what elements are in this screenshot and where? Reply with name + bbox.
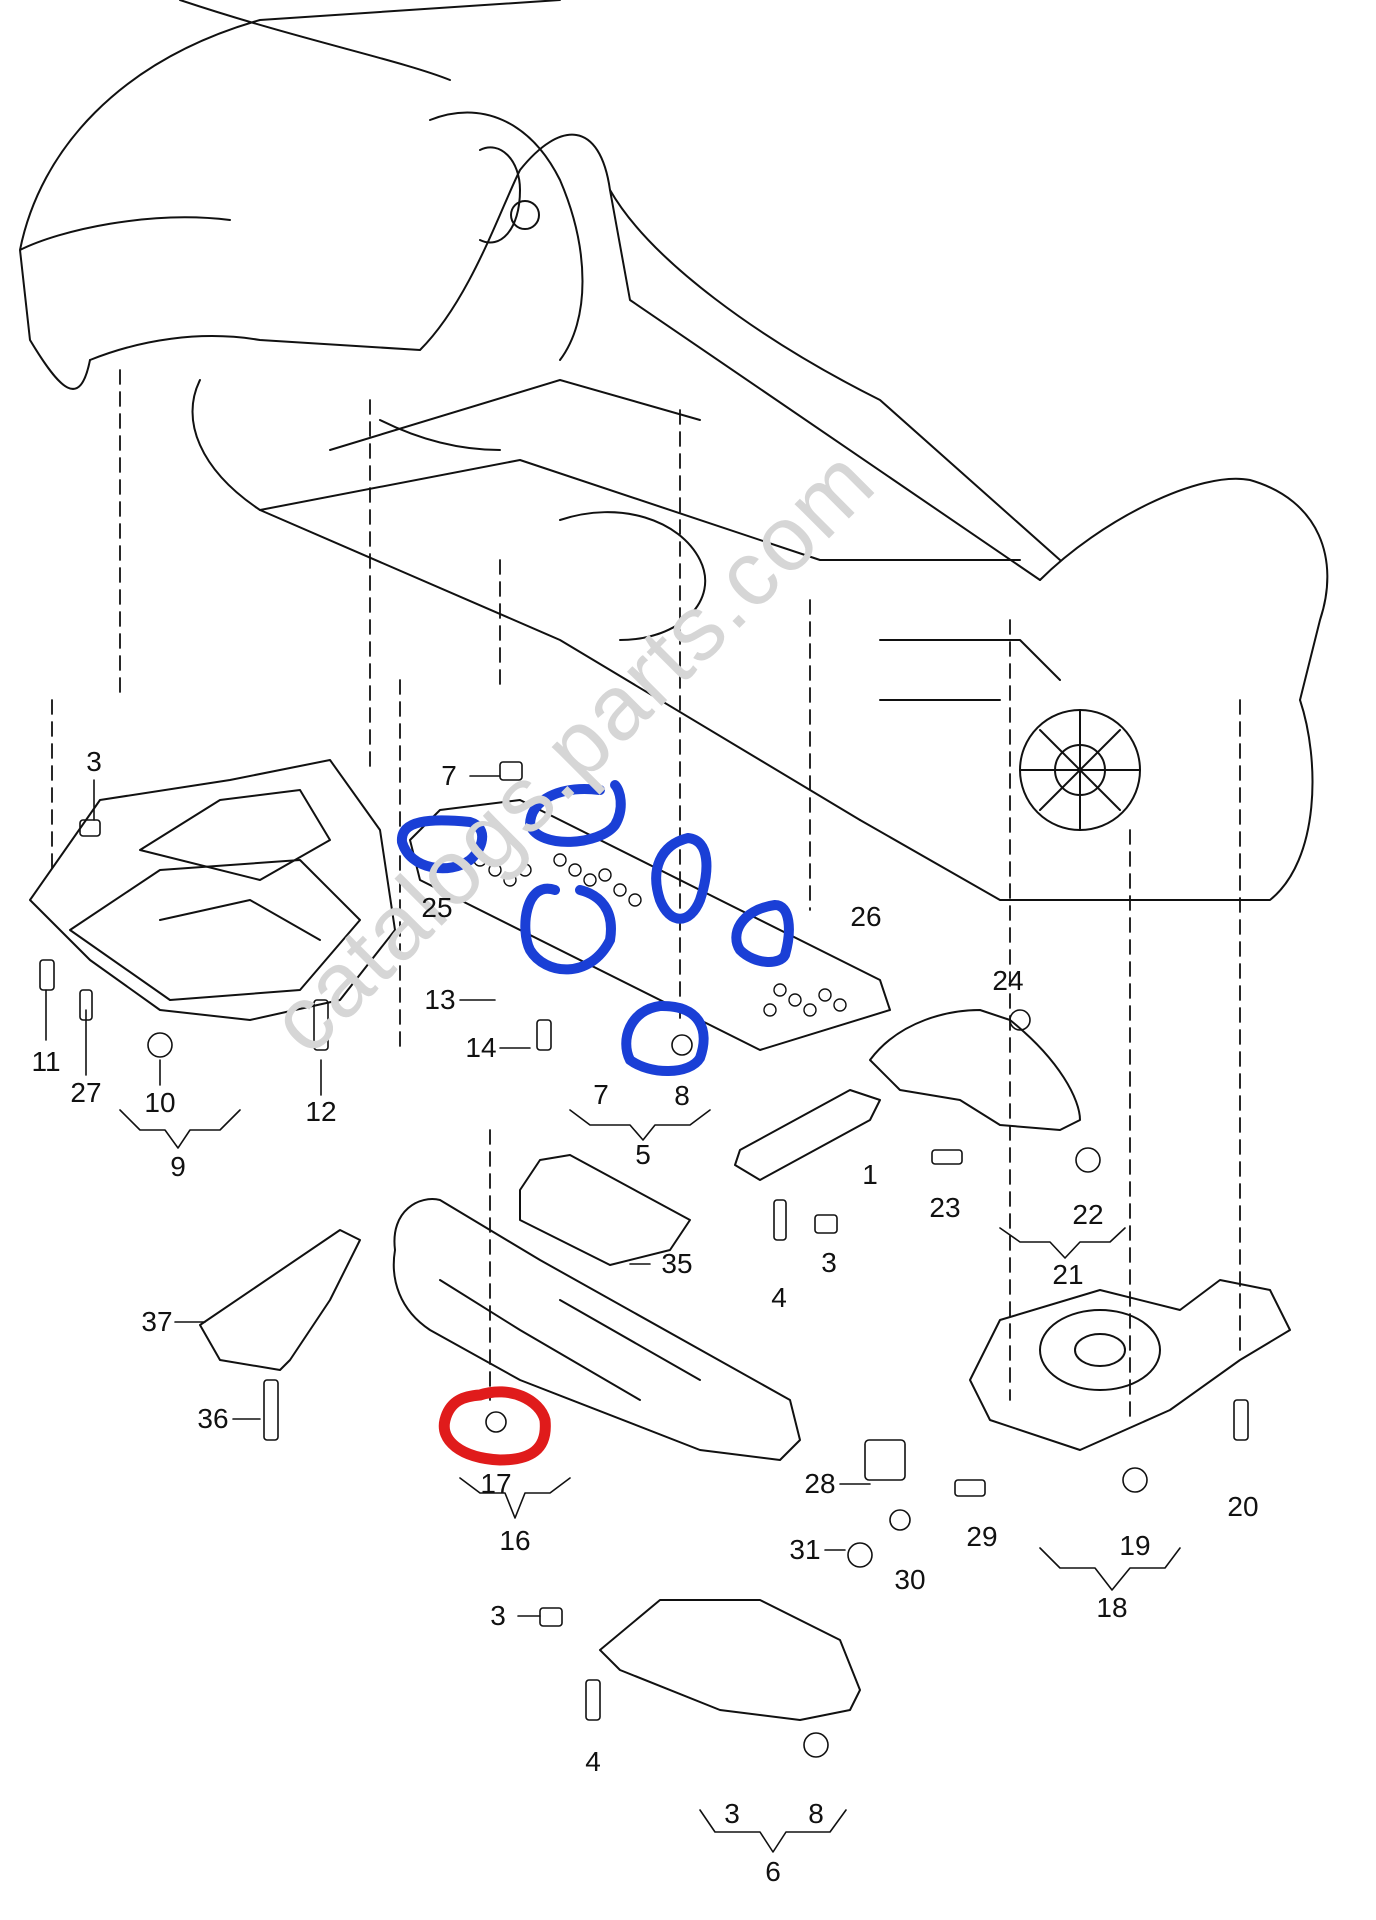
callout-leader-lines [45, 775, 1181, 1853]
vehicle-body-outline [19, 0, 1329, 901]
blue-circle-6 [621, 1000, 709, 1076]
part-number-label: 24 [992, 965, 1024, 996]
part-number-label: 9 [170, 1151, 186, 1182]
part-16-side-panel [392, 1198, 801, 1461]
part-number-label: 11 [31, 1046, 61, 1077]
part-number-label: 26 [850, 901, 882, 932]
part-number-label: 4 [585, 1746, 601, 1777]
part-number-label: 8 [808, 1798, 824, 1829]
part-number-label: 29 [966, 1521, 998, 1552]
part-number-label: 22 [1072, 1199, 1104, 1230]
part-number-label: 30 [894, 1564, 926, 1595]
part-18-rear-tray [969, 1279, 1291, 1451]
blue-circle-5 [731, 899, 794, 967]
blue-circle-4 [651, 832, 712, 924]
part-number-label: 7 [441, 760, 457, 791]
blue-circle-1 [397, 815, 487, 874]
part-number-label: 36 [197, 1403, 229, 1434]
part-21-heat-shield [869, 1009, 1081, 1131]
fasteners [39, 761, 1249, 1758]
part-number-label: 7 [593, 1079, 609, 1110]
part-1-bracket [734, 1089, 881, 1181]
part-number-label: 3 [724, 1798, 740, 1829]
part-number-label: 16 [499, 1525, 531, 1556]
part-number-label: 18 [1096, 1592, 1128, 1623]
part-number-label: 12 [305, 1096, 337, 1127]
blue-circle-2 [524, 780, 626, 847]
part-number-label: 3 [821, 1247, 837, 1278]
part-35-shield [519, 1154, 691, 1266]
part-number-label: 25 [421, 892, 453, 923]
part-number-label: 19 [1119, 1530, 1151, 1561]
part-number-label: 3 [490, 1600, 506, 1631]
part-number-label: 27 [70, 1077, 102, 1108]
part-number-label: 17 [480, 1468, 512, 1499]
blue-circle-3 [520, 883, 616, 975]
part-37-bracket [199, 1229, 361, 1371]
part-number-label: 13 [424, 984, 456, 1015]
blue-highlight-marks [397, 780, 794, 1076]
part-6-lower-panel [599, 1599, 861, 1721]
part-number-label: 20 [1227, 1491, 1259, 1522]
part-number-label: 1 [862, 1159, 878, 1190]
part-number-label: 21 [1052, 1259, 1084, 1290]
part-number-label: 14 [465, 1032, 497, 1063]
part-number-label: 8 [674, 1080, 690, 1111]
part-number-label: 28 [804, 1468, 836, 1499]
part-9-engine-undertray [29, 759, 396, 1021]
part-number-label: 3 [86, 746, 102, 777]
part-number-label: 10 [144, 1087, 176, 1118]
part-number-label: 35 [661, 1248, 693, 1279]
part-number-label: 37 [141, 1306, 173, 1337]
part-number-label: 31 [789, 1534, 821, 1565]
part-number-label: 6 [765, 1856, 781, 1887]
part-number-label: 4 [771, 1282, 787, 1313]
red-highlight-circle [438, 1386, 551, 1466]
part-number-label: 23 [929, 1192, 961, 1223]
part-number-label: 5 [635, 1139, 651, 1170]
part-5-center-underbody-panel [409, 799, 891, 1051]
